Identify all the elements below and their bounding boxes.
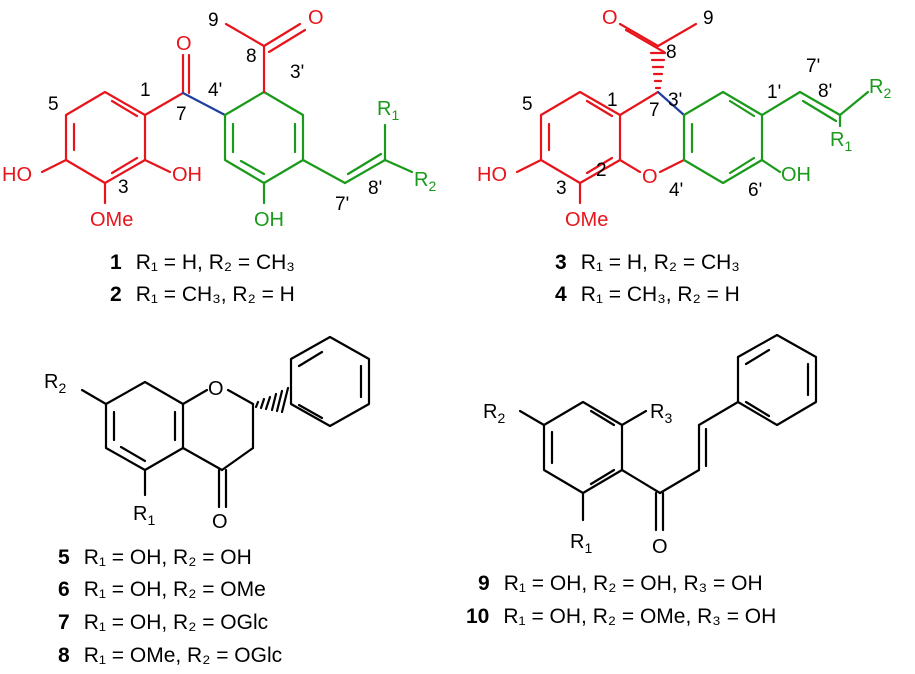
locant-7p: 7'	[335, 194, 349, 215]
locant-7-3: 7	[649, 100, 660, 121]
r3-label-9: R3	[650, 401, 672, 426]
acetyl-o-label: O	[308, 7, 324, 29]
locant-8-3: 8	[666, 42, 677, 63]
ring-o-label-5: O	[208, 378, 224, 400]
ho-label: HO	[2, 164, 32, 186]
keto-o-label-5: O	[212, 511, 228, 533]
r1-label-5: R1	[133, 503, 155, 528]
locant-8p-3: 8'	[818, 81, 832, 102]
r1-label-9: R1	[570, 531, 592, 556]
locant-8: 8	[246, 46, 257, 67]
oh-label-ring-b: OH	[254, 209, 284, 231]
locant-4p-3: 4'	[669, 180, 683, 201]
locant-1p-3: 1'	[767, 82, 781, 103]
locant-1: 1	[140, 80, 151, 101]
r1-label: R1	[377, 98, 399, 123]
acetyl-o-label-3: O	[602, 7, 618, 29]
locant-9: 9	[208, 10, 219, 31]
locant-3p: 3'	[290, 62, 304, 83]
locant-4p: 4'	[208, 80, 222, 101]
structure-3-4: HO OMe O O OH R2 R1 5 1 2 3 7 8 9 3' 4' …	[477, 7, 891, 231]
r2-label: R2	[414, 169, 436, 194]
structure-5-8: O O R2 R1	[44, 335, 371, 533]
locant-7: 7	[176, 104, 187, 125]
hashed-wedge	[649, 51, 667, 90]
structure-1-2: HO OH OMe O O OH R1 R2 5 1 3 7 4' 8 9 3'…	[2, 7, 436, 231]
oh-label: OH	[172, 164, 202, 186]
oh-label-3: OH	[781, 164, 811, 186]
structure-9-10: R2 R3 R1 O	[483, 333, 818, 558]
carbonyl-o-label: O	[176, 33, 192, 55]
ome-label-3: OMe	[565, 209, 608, 231]
r1-label-3: R1	[830, 129, 852, 154]
locant-2-3: 2	[596, 160, 607, 181]
locant-9-3: 9	[703, 8, 714, 29]
ome-label: OMe	[90, 209, 133, 231]
locant-7p-3: 7'	[806, 56, 820, 77]
r2-label-5: R2	[44, 371, 66, 396]
locant-3p-3: 3'	[668, 90, 682, 111]
r2-label-3: R2	[869, 76, 891, 101]
locant-5: 5	[48, 94, 59, 115]
locant-8p: 8'	[368, 178, 382, 199]
locant-6p-3: 6'	[748, 180, 762, 201]
ho-label-3: HO	[477, 164, 507, 186]
locant-3: 3	[118, 177, 129, 198]
keto-o-label-9: O	[652, 536, 668, 558]
hashed-wedge-flavanone	[254, 386, 290, 414]
r2-label-9: R2	[483, 401, 505, 426]
locant-5-3: 5	[522, 94, 533, 115]
locant-1-3: 1	[607, 90, 618, 111]
ring-o-label: O	[642, 166, 658, 188]
locant-3-3: 3	[556, 178, 567, 199]
